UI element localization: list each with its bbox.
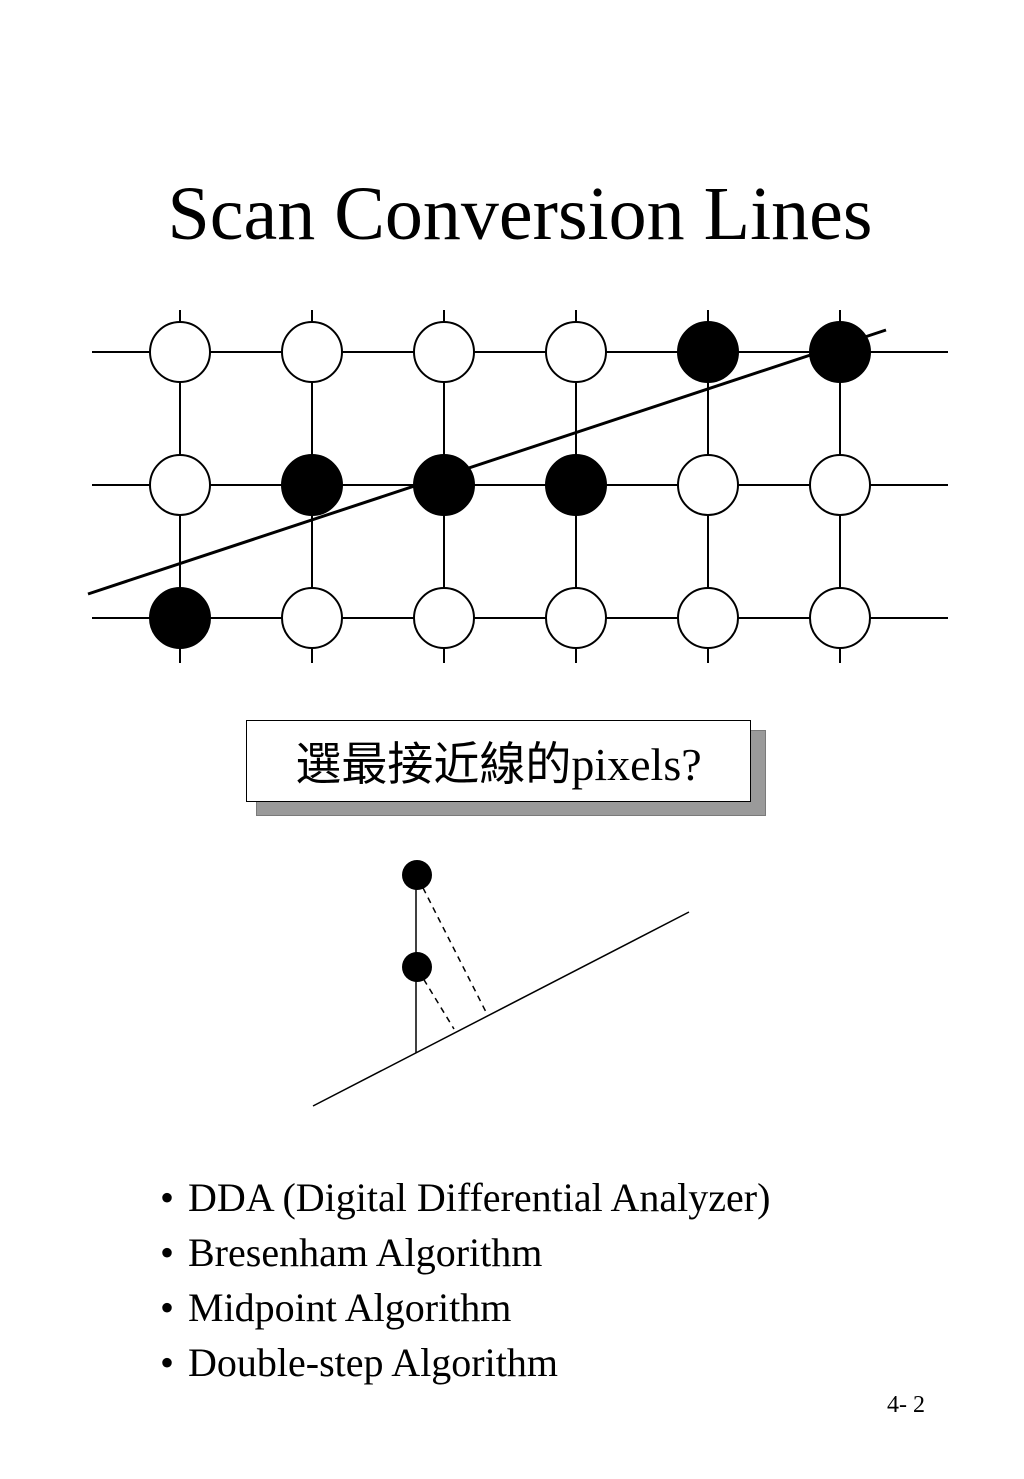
- filled-pixel: [413, 454, 475, 516]
- empty-pixel: [281, 587, 343, 649]
- empty-pixel: [413, 321, 475, 383]
- algorithm-name: DDA (Digital Differential Analyzer): [188, 1175, 771, 1220]
- filled-pixel: [809, 321, 871, 383]
- empty-pixel: [809, 454, 871, 516]
- sample-line: [312, 911, 690, 1107]
- empty-pixel: [809, 587, 871, 649]
- page-number: 4- 2: [887, 1392, 925, 1418]
- empty-pixel: [149, 454, 211, 516]
- empty-pixel: [677, 454, 739, 516]
- empty-pixel: [281, 321, 343, 383]
- algorithm-name: Double-step Algorithm: [188, 1340, 558, 1385]
- grid-pixels: [149, 321, 871, 649]
- algorithm-name: Bresenham Algorithm: [188, 1230, 543, 1275]
- filled-pixel: [281, 454, 343, 516]
- empty-pixel: [545, 587, 607, 649]
- lower-candidate-pixel: [402, 952, 432, 982]
- empty-pixel: [677, 587, 739, 649]
- ideal-line: [87, 328, 887, 596]
- page-title: Scan Conversion Lines: [167, 172, 873, 256]
- algorithm-name: Midpoint Algorithm: [188, 1285, 512, 1330]
- bullet-glyph: •: [160, 1230, 175, 1275]
- distance-dashed-upper: [417, 877, 489, 1017]
- upper-candidate-pixel: [402, 860, 432, 890]
- callout-box: 選最接近線的pixels?: [246, 720, 751, 802]
- empty-pixel: [413, 587, 475, 649]
- pixel-grid-diagram: [87, 310, 948, 663]
- bullet-glyph: •: [160, 1175, 175, 1220]
- list-item: • Double-step Algorithm: [160, 1335, 770, 1390]
- distance-diagram: [312, 860, 690, 1107]
- bullet-glyph: •: [160, 1285, 175, 1330]
- filled-pixel: [677, 321, 739, 383]
- bullet-glyph: •: [160, 1340, 175, 1385]
- list-item: • Bresenham Algorithm: [160, 1225, 770, 1280]
- filled-pixel: [545, 454, 607, 516]
- algorithm-list: • DDA (Digital Differential Analyzer) • Br…: [160, 1170, 770, 1390]
- list-item: • Midpoint Algorithm: [160, 1280, 770, 1335]
- empty-pixel: [149, 321, 211, 383]
- list-item: • DDA (Digital Differential Analyzer): [160, 1170, 770, 1225]
- filled-pixel: [149, 587, 211, 649]
- callout-text: 選最接近線的pixels?: [295, 739, 702, 790]
- empty-pixel: [545, 321, 607, 383]
